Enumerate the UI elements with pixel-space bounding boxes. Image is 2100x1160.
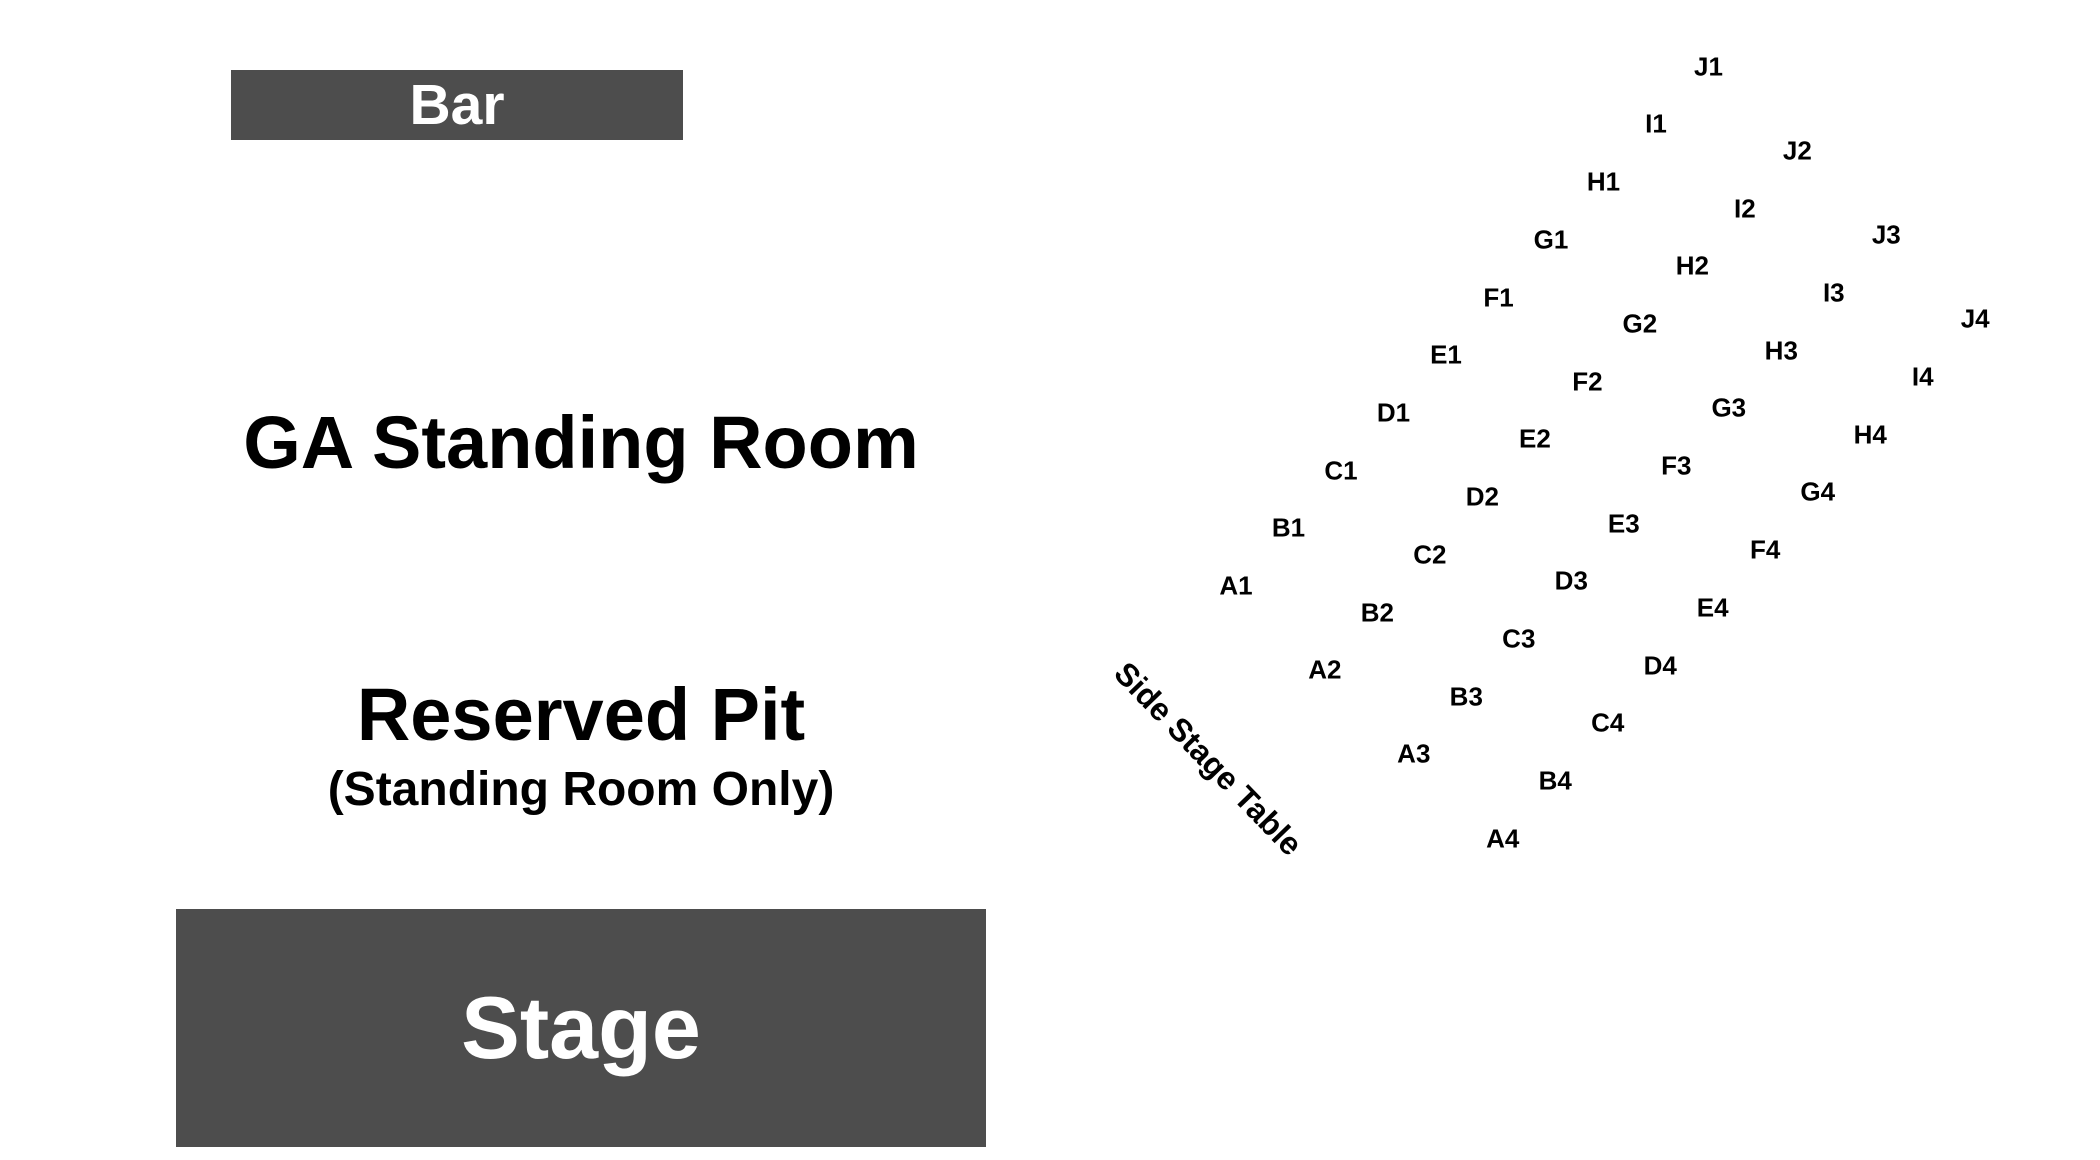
seat-b4[interactable]: B4: [1538, 765, 1572, 796]
seat-f4[interactable]: F4: [1750, 534, 1781, 565]
seat-i3[interactable]: I3: [1822, 277, 1845, 308]
seat-a4[interactable]: A4: [1486, 823, 1520, 854]
seat-d4[interactable]: D4: [1643, 650, 1677, 680]
seat-j4[interactable]: J4: [1960, 303, 1990, 334]
seat-a2[interactable]: A2: [1308, 654, 1342, 685]
seat-g1[interactable]: G1: [1533, 224, 1569, 255]
bar-area[interactable]: Bar: [231, 70, 683, 140]
seat-c1[interactable]: C1: [1324, 455, 1358, 486]
seat-j3[interactable]: J3: [1871, 219, 1901, 250]
seat-i4[interactable]: I4: [1911, 361, 1934, 392]
seat-g3[interactable]: G3: [1711, 392, 1747, 423]
seat-f1[interactable]: F1: [1483, 282, 1514, 312]
seat-b2[interactable]: B2: [1360, 597, 1395, 627]
seat-d2[interactable]: D2: [1465, 481, 1500, 512]
seat-e2[interactable]: E2: [1518, 423, 1551, 454]
seat-a3[interactable]: A3: [1397, 738, 1431, 769]
seat-i2[interactable]: I2: [1734, 193, 1756, 224]
stage-label: Stage: [461, 978, 701, 1077]
seat-g4[interactable]: G4: [1800, 476, 1836, 507]
seat-d1[interactable]: D1: [1376, 397, 1411, 428]
seat-e1[interactable]: E1: [1430, 339, 1462, 370]
seat-d3[interactable]: D3: [1554, 565, 1588, 596]
ga-standing-room-label[interactable]: GA Standing Room: [243, 401, 919, 484]
seat-f2[interactable]: F2: [1572, 366, 1603, 397]
seat-i1[interactable]: I1: [1645, 108, 1667, 139]
seat-c2[interactable]: C2: [1413, 539, 1447, 570]
seat-h2[interactable]: H2: [1675, 250, 1710, 281]
seat-h3[interactable]: H3: [1764, 335, 1798, 365]
bar-label: Bar: [409, 73, 505, 137]
reserved-pit-sublabel: (Standing Room Only): [327, 763, 835, 816]
side-stage-table-label: Side Stage Table: [1107, 654, 1310, 863]
seat-h1[interactable]: H1: [1586, 166, 1621, 197]
seat-g2[interactable]: G2: [1622, 308, 1658, 339]
seat-c4[interactable]: C4: [1591, 707, 1625, 738]
seat-f3[interactable]: F3: [1661, 450, 1692, 481]
seat-b3[interactable]: B3: [1449, 681, 1483, 712]
seat-j1[interactable]: J1: [1694, 51, 1723, 82]
stage-area: Stage: [176, 909, 986, 1147]
seat-e3[interactable]: E3: [1607, 508, 1640, 539]
reserved-pit-label[interactable]: Reserved Pit: [356, 673, 806, 756]
seat-a1[interactable]: A1: [1219, 570, 1253, 601]
seat-e4[interactable]: E4: [1696, 592, 1729, 623]
seat-h4[interactable]: H4: [1853, 419, 1887, 450]
seat-b1[interactable]: B1: [1271, 512, 1306, 543]
seat-j2[interactable]: J2: [1782, 135, 1812, 166]
seat-c3[interactable]: C3: [1502, 623, 1536, 654]
